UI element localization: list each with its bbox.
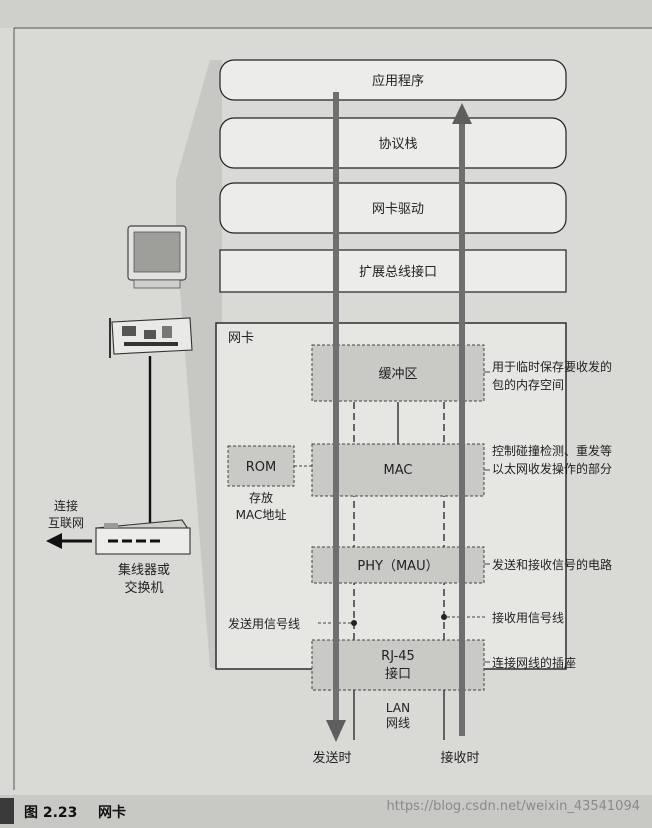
expansion-bus-box bbox=[219, 249, 567, 293]
internet-label-line2: 互联网 bbox=[48, 516, 84, 530]
network-card-icon bbox=[109, 317, 193, 358]
receive-arrow-head bbox=[452, 103, 472, 124]
phy-label: PHY（MAU） bbox=[357, 559, 438, 574]
rom-note-line2: MAC地址 bbox=[236, 508, 287, 522]
buffer-note-line2: 包的内存空间 bbox=[492, 377, 564, 392]
watermark: https://blog.csdn.net/weixin_43541094 bbox=[386, 799, 640, 814]
send-signal-dot bbox=[351, 620, 357, 626]
monitor-icon bbox=[127, 225, 187, 289]
send-arrow-head bbox=[326, 720, 346, 742]
hub-switch-icon bbox=[95, 519, 191, 555]
receive-signal-dot bbox=[441, 614, 447, 620]
lan-label-line1: LAN bbox=[386, 701, 410, 715]
rom-note-line1: 存放 bbox=[249, 490, 273, 505]
application-layer-box bbox=[219, 59, 567, 101]
rj45-label-line2: 接口 bbox=[385, 666, 411, 682]
receive-signal-note: 接收用信号线 bbox=[492, 610, 564, 625]
rom-box bbox=[227, 445, 295, 487]
internet-label-line1: 连接 bbox=[54, 498, 78, 513]
expansion-bus-label: 扩展总线接口 bbox=[359, 264, 437, 280]
nic-driver-box bbox=[219, 182, 567, 234]
mac-box bbox=[311, 443, 485, 497]
buffer-label: 缓冲区 bbox=[378, 367, 417, 382]
rj45-note: 连接网线的插座 bbox=[492, 655, 576, 670]
rom-label: ROM bbox=[246, 460, 276, 475]
lan-label-line2: 网线 bbox=[386, 716, 410, 730]
nic-driver-label: 网卡驱动 bbox=[372, 202, 424, 217]
figure-number: 图 2.23 bbox=[24, 805, 77, 821]
buffer-note-line1: 用于临时保存要收发的 bbox=[492, 359, 612, 374]
protocol-stack-box bbox=[219, 117, 567, 169]
rj45-label-line1: RJ-45 bbox=[381, 649, 415, 664]
phy-note: 发送和接收信号的电路 bbox=[492, 557, 612, 572]
phy-box bbox=[311, 546, 485, 584]
page-top-shade bbox=[0, 0, 652, 28]
mac-note-line2: 以太网收发操作的部分 bbox=[492, 461, 612, 476]
hub-label-line1: 集线器或 bbox=[118, 562, 170, 578]
internet-arrow-head bbox=[46, 533, 62, 549]
caption-bar bbox=[0, 795, 652, 828]
send-signal-note: 发送用信号线 bbox=[228, 616, 300, 631]
figure-title: 网卡 bbox=[98, 804, 126, 821]
application-label: 应用程序 bbox=[372, 73, 424, 89]
rj45-box bbox=[311, 639, 485, 691]
send-time-label: 发送时 bbox=[312, 750, 351, 766]
receive-time-label: 接收时 bbox=[440, 750, 479, 766]
nic-title: 网卡 bbox=[228, 331, 254, 346]
connection-funnel bbox=[176, 60, 222, 668]
hub-label-line2: 交换机 bbox=[124, 580, 163, 596]
mac-label: MAC bbox=[384, 463, 413, 478]
mac-note-line1: 控制碰撞检测、重发等 bbox=[492, 443, 612, 458]
caption-marker bbox=[0, 798, 14, 824]
buffer-box bbox=[311, 344, 485, 402]
protocol-stack-label: 协议栈 bbox=[378, 137, 417, 152]
